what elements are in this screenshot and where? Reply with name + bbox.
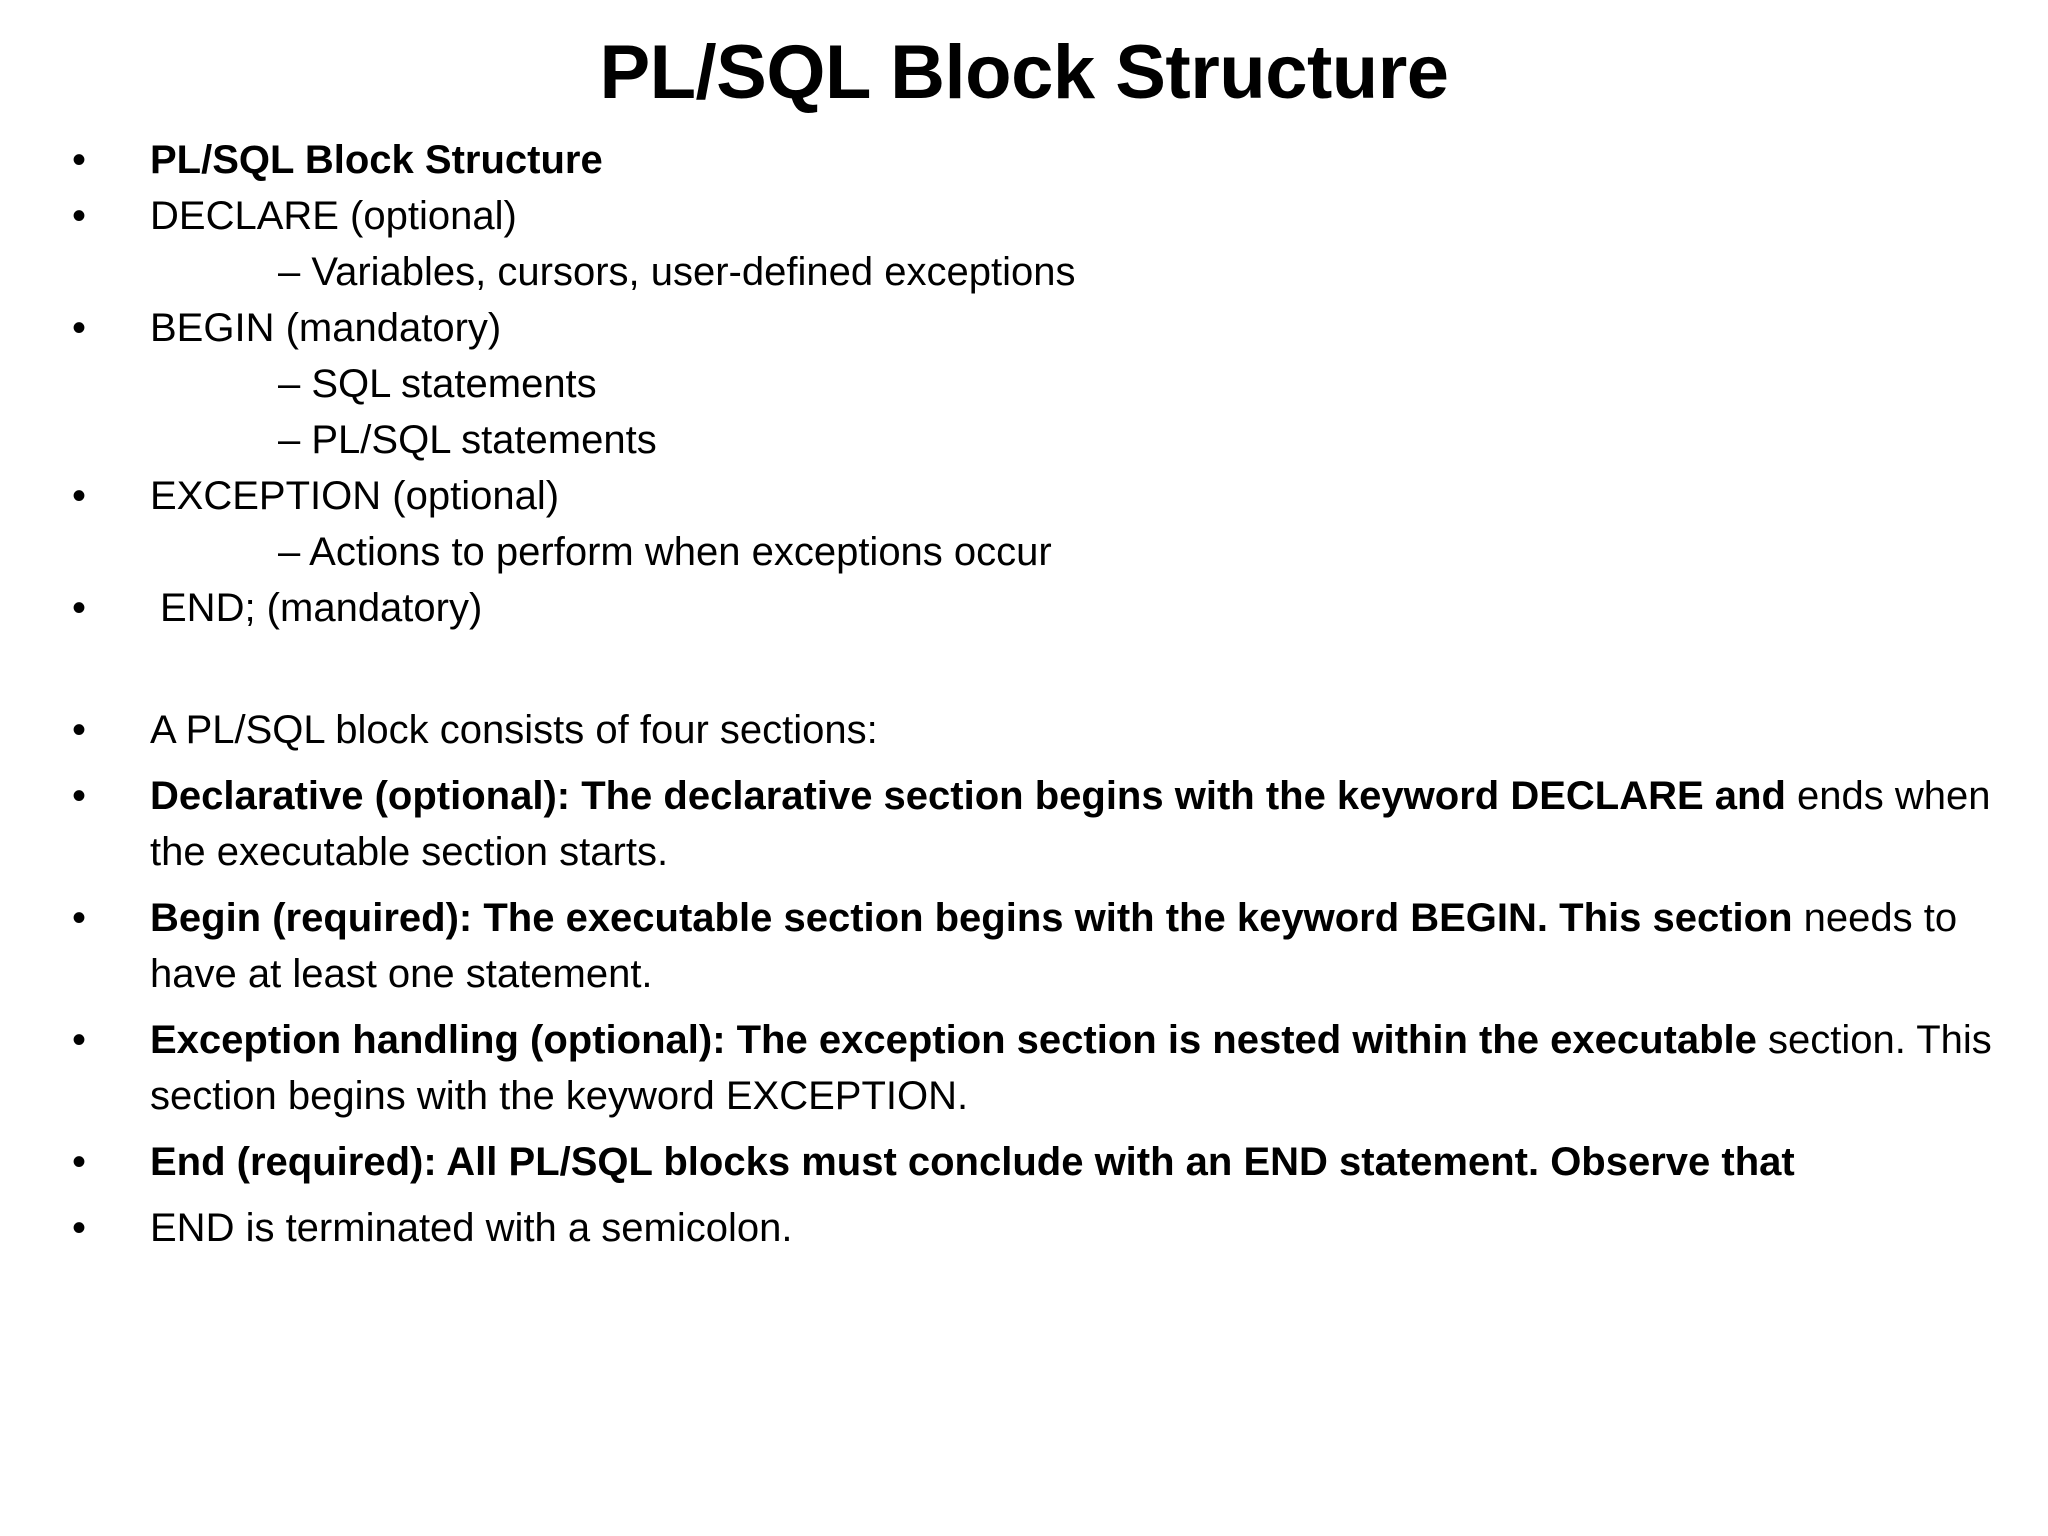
- bullet-icon: •: [72, 194, 87, 238]
- slide-title: PL/SQL Block Structure: [599, 30, 1449, 115]
- item-text: END; (mandatory): [160, 586, 483, 630]
- sub-item-plsql: – PL/SQL statements: [0, 412, 2048, 468]
- item-bold-text: Exception handling (optional): The excep…: [150, 1018, 1757, 1062]
- bullet-icon: •: [72, 306, 87, 350]
- item-bold-text: Begin (required): The executable section…: [150, 896, 1793, 940]
- bullet-icon: •: [72, 474, 87, 518]
- item-text: END is terminated with a semicolon.: [150, 1206, 793, 1250]
- spacer: [0, 636, 2048, 702]
- sub-item-exception: – Actions to perform when exceptions occ…: [0, 524, 2048, 580]
- list-item-intro: • A PL/SQL block consists of four sectio…: [0, 702, 2048, 758]
- sub-item-text: – SQL statements: [278, 362, 597, 406]
- sub-item-declare: – Variables, cursors, user-defined excep…: [0, 244, 2048, 300]
- list-item-exception: • EXCEPTION (optional): [0, 468, 2048, 524]
- list-item-begin-section: • Begin (required): The executable secti…: [0, 890, 2048, 1002]
- sub-item-sql: – SQL statements: [0, 356, 2048, 412]
- item-bold-text: End (required): All PL/SQL blocks must c…: [150, 1140, 1795, 1184]
- sub-item-text: – Actions to perform when exceptions occ…: [278, 530, 1052, 574]
- item-bold-text: Declarative (optional): The declarative …: [150, 774, 1786, 818]
- item-text: DECLARE (optional): [150, 194, 517, 238]
- bullet-icon: •: [72, 896, 87, 940]
- item-text: EXCEPTION (optional): [150, 474, 560, 518]
- bullet-icon: •: [72, 1140, 87, 1184]
- list-item-heading: • PL/SQL Block Structure: [0, 132, 2048, 188]
- bullet-icon: •: [72, 138, 87, 182]
- item-text: BEGIN (mandatory): [150, 306, 502, 350]
- bullet-icon: •: [72, 1206, 87, 1250]
- list-item-declarative: • Declarative (optional): The declarativ…: [0, 768, 2048, 880]
- sub-item-text: – Variables, cursors, user-defined excep…: [278, 250, 1076, 294]
- list-item-end-note: • END is terminated with a semicolon.: [0, 1200, 2048, 1256]
- bullet-icon: •: [72, 586, 87, 630]
- item-text: A PL/SQL block consists of four sections…: [150, 708, 878, 752]
- bullet-icon: •: [72, 1018, 87, 1062]
- bullet-list: • PL/SQL Block Structure • DECLARE (opti…: [0, 132, 2048, 1256]
- list-item-exception-section: • Exception handling (optional): The exc…: [0, 1012, 2048, 1124]
- list-item-end: • END; (mandatory): [0, 580, 2048, 636]
- list-item-begin: • BEGIN (mandatory): [0, 300, 2048, 356]
- item-text: ends when the executable section starts.: [150, 774, 1991, 874]
- bullet-icon: •: [72, 708, 87, 752]
- item-text: needs to have at least one statement.: [150, 896, 1958, 996]
- item-text: section. This section begins with the ke…: [150, 1018, 1992, 1118]
- sub-item-text: – PL/SQL statements: [278, 418, 657, 462]
- list-item-end-section: • End (required): All PL/SQL blocks must…: [0, 1134, 2048, 1190]
- list-item-declare: • DECLARE (optional): [0, 188, 2048, 244]
- item-text: PL/SQL Block Structure: [150, 138, 603, 182]
- bullet-icon: •: [72, 774, 87, 818]
